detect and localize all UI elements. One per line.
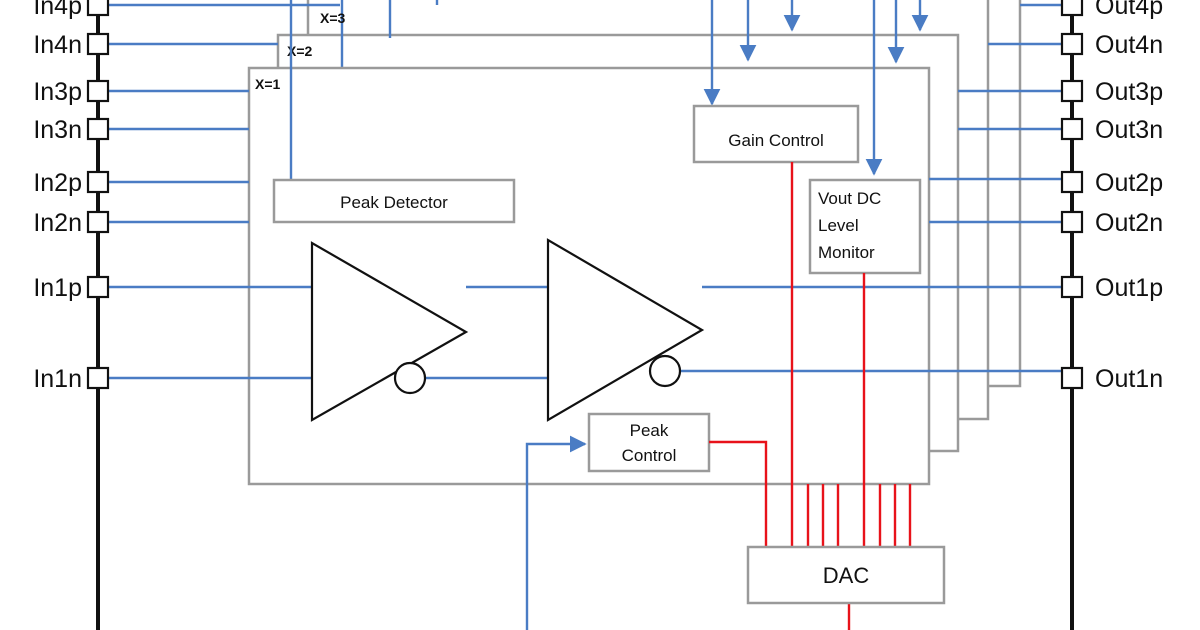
vout-monitor-block xyxy=(808,178,922,275)
pin-label-out4p: Out4p xyxy=(1095,0,1163,20)
pin-in3n xyxy=(86,117,110,141)
pin-out2n xyxy=(1060,210,1084,234)
pin-label-in2p: In2p xyxy=(33,169,82,197)
peak-control-line-2: Control xyxy=(622,446,677,465)
vout-monitor-line-2: Level xyxy=(818,216,859,235)
peak-control-dac-line xyxy=(709,440,768,547)
pin-label-out2n: Out2n xyxy=(1095,209,1163,237)
amplifier-stage-2 xyxy=(546,238,705,422)
dac-control-lines xyxy=(709,162,912,630)
pin-out2p xyxy=(1060,170,1084,194)
pin-label-out1n: Out1n xyxy=(1095,365,1163,393)
pin-label-out1p: Out1p xyxy=(1095,274,1163,302)
pin-out3p xyxy=(1060,79,1084,103)
pin-out4n xyxy=(1060,32,1084,56)
pin-in4n xyxy=(86,32,110,56)
pin-label-in2n: In2n xyxy=(33,209,82,237)
pin-label-out3n: Out3n xyxy=(1095,116,1163,144)
pin-label-in4p: In4p xyxy=(33,0,82,20)
pin-label-out4n: Out4n xyxy=(1095,31,1163,59)
peak-detector-label: Peak Detector xyxy=(340,193,448,212)
pin-out3n xyxy=(1060,117,1084,141)
pin-in3p xyxy=(86,79,110,103)
peak-detector-block xyxy=(272,178,516,224)
pin-label-out3p: Out3p xyxy=(1095,78,1163,106)
dac-label: DAC xyxy=(823,563,870,588)
pin-out1n xyxy=(1060,366,1084,390)
pin-in1n xyxy=(86,366,110,390)
pin-label-in4n: In4n xyxy=(33,31,82,59)
layer-label-x3: X=3 xyxy=(320,10,346,26)
peak-control-block xyxy=(587,412,711,473)
pin-label-in3n: In3n xyxy=(33,116,82,144)
pin-in2p xyxy=(86,170,110,194)
peak-control-line-1: Peak xyxy=(630,421,669,440)
gain-control-block xyxy=(692,104,860,164)
vout-monitor-line-1: Vout DC xyxy=(818,189,881,208)
peak-control-input xyxy=(525,435,587,630)
pin-out4p xyxy=(1060,0,1084,17)
pin-label-in3p: In3p xyxy=(33,78,82,106)
pin-in4p xyxy=(86,0,110,17)
amplifier-stage-1 xyxy=(310,241,469,422)
amplifier-stage-1-inverting-bubble xyxy=(393,361,427,395)
amplifier-stage-2-inverting-bubble xyxy=(648,354,682,388)
pin-label-in1p: In1p xyxy=(33,274,82,302)
gain-control-label: Gain Control xyxy=(728,131,823,150)
dac-block xyxy=(746,545,946,605)
pin-in1p xyxy=(86,275,110,299)
pin-out1p xyxy=(1060,275,1084,299)
layer-label-x1: X=1 xyxy=(255,76,281,92)
layer-label-x2: X=2 xyxy=(287,43,313,59)
pin-label-in1n: In1n xyxy=(33,365,82,393)
vout-monitor-line-3: Monitor xyxy=(818,243,875,262)
pin-in2n xyxy=(86,210,110,234)
pin-label-out2p: Out2p xyxy=(1095,169,1163,197)
